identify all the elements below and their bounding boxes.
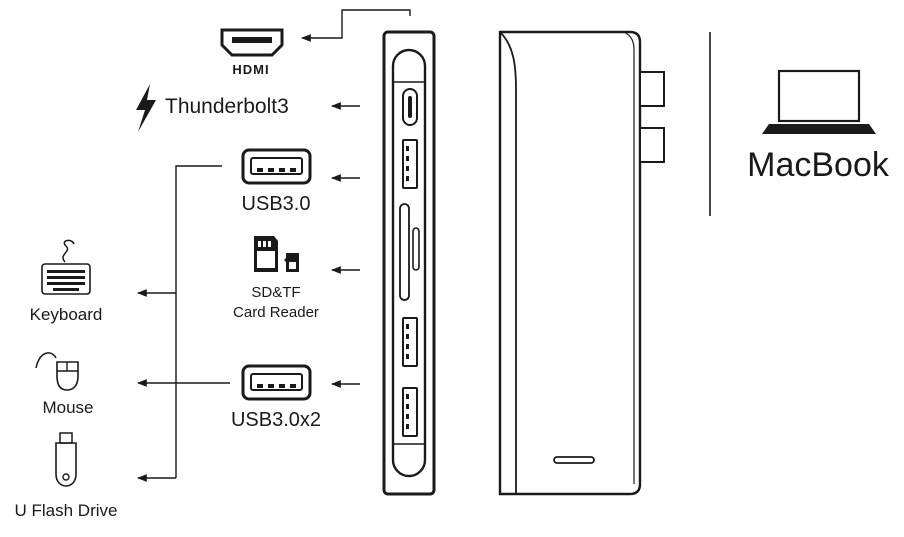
flash-drive-icon bbox=[55, 432, 77, 487]
mouse-label: Mouse bbox=[42, 398, 93, 417]
usb-double-label: USB3.0x2 bbox=[231, 409, 321, 431]
flash-drive-label: U Flash Drive bbox=[15, 501, 118, 520]
hub-front-view bbox=[382, 30, 436, 496]
thunderbolt-label: Thunderbolt3 bbox=[165, 95, 289, 118]
keyboard-label: Keyboard bbox=[30, 305, 103, 324]
usb-port-icon bbox=[241, 364, 312, 401]
card-reader-label-line2: Card Reader bbox=[233, 304, 319, 321]
hdmi-label: HDMI bbox=[232, 62, 269, 77]
hdmi-connector-line bbox=[301, 9, 411, 42]
mouse-icon bbox=[35, 352, 79, 391]
card-reader-label-line1: SD&TF bbox=[251, 284, 300, 301]
hdmi-port-icon bbox=[220, 28, 284, 57]
macbook-label: MacBook bbox=[747, 146, 890, 184]
usb-top-label: USB3.0 bbox=[242, 193, 311, 215]
usb-port-icon bbox=[241, 148, 312, 185]
lightning-bolt-icon bbox=[136, 84, 156, 132]
device-bracket-line bbox=[175, 165, 222, 478]
keyboard-icon bbox=[41, 239, 91, 295]
hub-side-view bbox=[498, 30, 665, 496]
laptop-icon bbox=[762, 69, 876, 134]
sd-tf-card-icon bbox=[254, 236, 299, 272]
